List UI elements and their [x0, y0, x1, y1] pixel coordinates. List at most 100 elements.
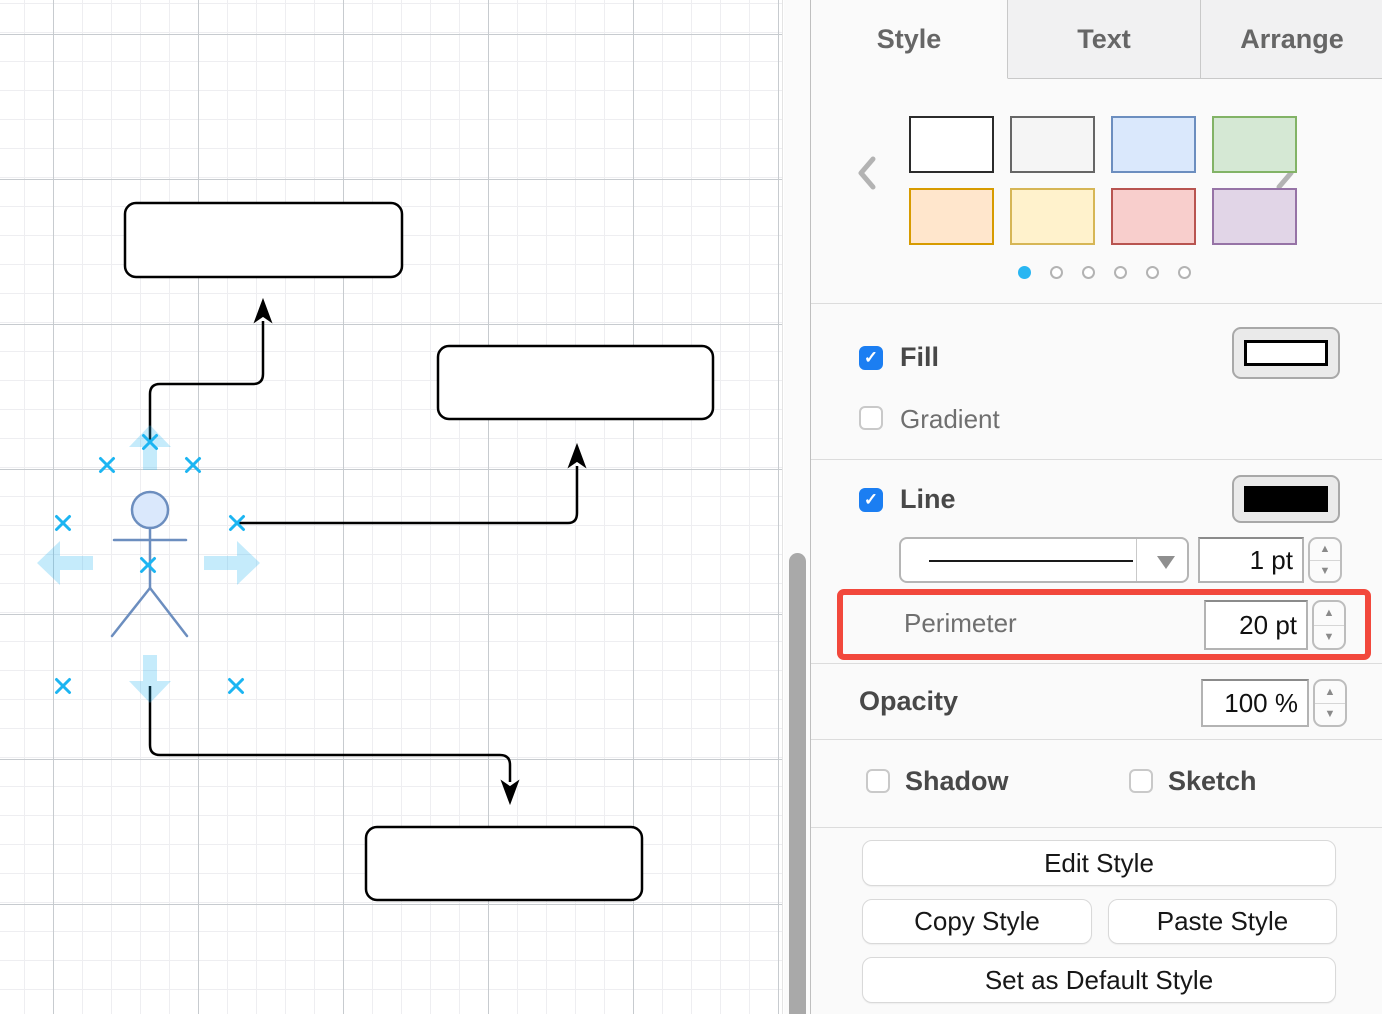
edge-to-bottom-rectangle[interactable]: [148, 686, 520, 806]
check-icon: ✓: [863, 490, 879, 509]
direction-arrow-up-icon[interactable]: [129, 425, 171, 470]
carousel-dot-3[interactable]: [1113, 266, 1127, 279]
direction-arrow-down-icon[interactable]: [129, 655, 171, 703]
stepper-up-icon: ▲: [1319, 543, 1331, 556]
direction-arrow-right-icon[interactable]: [204, 541, 260, 585]
dropdown-arrow-icon: [1157, 556, 1175, 569]
stepper-up-button[interactable]: ▲: [1315, 681, 1345, 704]
line-style-preview: [929, 560, 1133, 562]
swatch-grid: [909, 116, 1299, 245]
edge-to-right-rectangle[interactable]: [237, 442, 587, 525]
style-preset-swatch-3[interactable]: [1212, 116, 1297, 173]
style-preset-swatch-1[interactable]: [1010, 116, 1095, 173]
connection-point-marker[interactable]: [229, 515, 245, 531]
shadow-label: Shadow: [905, 766, 1009, 796]
fill-checkbox[interactable]: ✓: [859, 346, 883, 370]
fill-color-swatch: [1244, 340, 1328, 366]
direction-arrow-left-icon[interactable]: [37, 541, 93, 585]
perimeter-input[interactable]: [1204, 600, 1308, 650]
carousel-dot-4[interactable]: [1145, 266, 1159, 279]
stepper-down-icon: ▼: [1323, 630, 1335, 643]
set-default-style-button[interactable]: Set as Default Style: [862, 957, 1336, 1003]
stepper-down-icon: ▼: [1324, 708, 1336, 721]
format-panel: Style Text Arrange ✓ Fill Gradient ✓ Lin…: [810, 0, 1382, 1014]
stepper-up-button[interactable]: ▲: [1314, 602, 1344, 626]
carousel-dot-5[interactable]: [1177, 266, 1191, 279]
flow-rectangle-bottom[interactable]: [364, 825, 644, 902]
vertical-scrollbar[interactable]: [789, 553, 806, 1014]
connection-point-marker[interactable]: [228, 678, 244, 694]
section-divider: [811, 827, 1382, 828]
actor-shape[interactable]: [110, 490, 189, 638]
shadow-checkbox[interactable]: [866, 769, 890, 793]
sketch-checkbox[interactable]: [1129, 769, 1153, 793]
carousel-dot-1[interactable]: [1049, 266, 1063, 279]
diagram-canvas[interactable]: [0, 0, 783, 1014]
style-preset-swatch-6[interactable]: [1111, 188, 1196, 245]
stepper-down-icon: ▼: [1319, 564, 1331, 577]
flow-rectangle-top[interactable]: [123, 201, 404, 279]
actor-head: [130, 490, 170, 530]
format-tabbar: Style Text Arrange: [811, 0, 1382, 79]
perimeter-label: Perimeter: [904, 608, 1017, 638]
style-preset-swatch-7[interactable]: [1212, 188, 1297, 245]
connection-point-markers: [55, 434, 245, 694]
chevron-left-icon[interactable]: [856, 155, 878, 191]
stepper-up-icon: ▲: [1323, 607, 1335, 620]
stepper-down-button[interactable]: ▼: [1310, 561, 1340, 582]
style-preset-swatch-4[interactable]: [909, 188, 994, 245]
opacity-label: Opacity: [859, 686, 959, 716]
gradient-label: Gradient: [900, 404, 1000, 434]
opacity-input[interactable]: [1201, 679, 1309, 727]
line-style-dropdown[interactable]: [899, 537, 1189, 583]
style-preset-swatch-2[interactable]: [1111, 116, 1196, 173]
connection-point-marker[interactable]: [142, 434, 158, 450]
section-divider: [811, 303, 1382, 304]
line-checkbox[interactable]: ✓: [859, 488, 883, 512]
connection-point-marker[interactable]: [99, 457, 115, 473]
arrowhead-down-icon: [500, 779, 520, 806]
actor-leg-left: [110, 586, 152, 638]
stepper-up-button[interactable]: ▲: [1310, 539, 1340, 561]
connection-point-marker[interactable]: [55, 678, 71, 694]
paste-style-button[interactable]: Paste Style: [1108, 899, 1337, 944]
carousel-dot-2[interactable]: [1081, 266, 1095, 279]
tab-arrange[interactable]: Arrange: [1201, 0, 1382, 79]
section-divider: [811, 663, 1382, 664]
style-preset-swatch-0[interactable]: [909, 116, 994, 173]
check-icon: ✓: [863, 348, 879, 367]
opacity-stepper: ▲ ▼: [1313, 679, 1347, 727]
arrowhead-up-icon: [567, 442, 587, 469]
copy-style-button[interactable]: Copy Style: [862, 899, 1092, 944]
connection-point-marker[interactable]: [185, 457, 201, 473]
dropdown-divider: [1136, 539, 1137, 581]
line-label: Line: [900, 484, 956, 514]
line-color-swatch: [1244, 486, 1328, 512]
edge-to-top-rectangle[interactable]: [148, 297, 273, 442]
sketch-label: Sketch: [1168, 766, 1257, 796]
stepper-down-button[interactable]: ▼: [1315, 704, 1345, 726]
carousel-dots: [909, 266, 1299, 279]
section-divider: [811, 739, 1382, 740]
stepper-up-icon: ▲: [1324, 685, 1336, 698]
fill-color-button[interactable]: [1232, 327, 1340, 379]
line-color-button[interactable]: [1232, 475, 1340, 523]
flow-rectangle-right[interactable]: [436, 344, 715, 421]
connection-point-marker[interactable]: [55, 515, 71, 531]
perimeter-stepper: ▲ ▼: [1312, 600, 1346, 650]
style-preset-swatch-5[interactable]: [1010, 188, 1095, 245]
carousel-dot-0[interactable]: [1017, 266, 1031, 279]
gradient-checkbox[interactable]: [859, 406, 883, 430]
line-width-stepper: ▲ ▼: [1308, 537, 1342, 583]
tab-style[interactable]: Style: [811, 0, 1008, 79]
stepper-down-button[interactable]: ▼: [1314, 626, 1344, 649]
edit-style-button[interactable]: Edit Style: [862, 840, 1336, 886]
connection-point-marker[interactable]: [140, 557, 156, 573]
section-divider: [811, 459, 1382, 460]
diagram-layer: [37, 201, 715, 902]
actor-leg-right: [148, 586, 189, 638]
line-width-input[interactable]: [1198, 537, 1304, 583]
fill-label: Fill: [900, 342, 939, 372]
tab-text[interactable]: Text: [1008, 0, 1201, 79]
